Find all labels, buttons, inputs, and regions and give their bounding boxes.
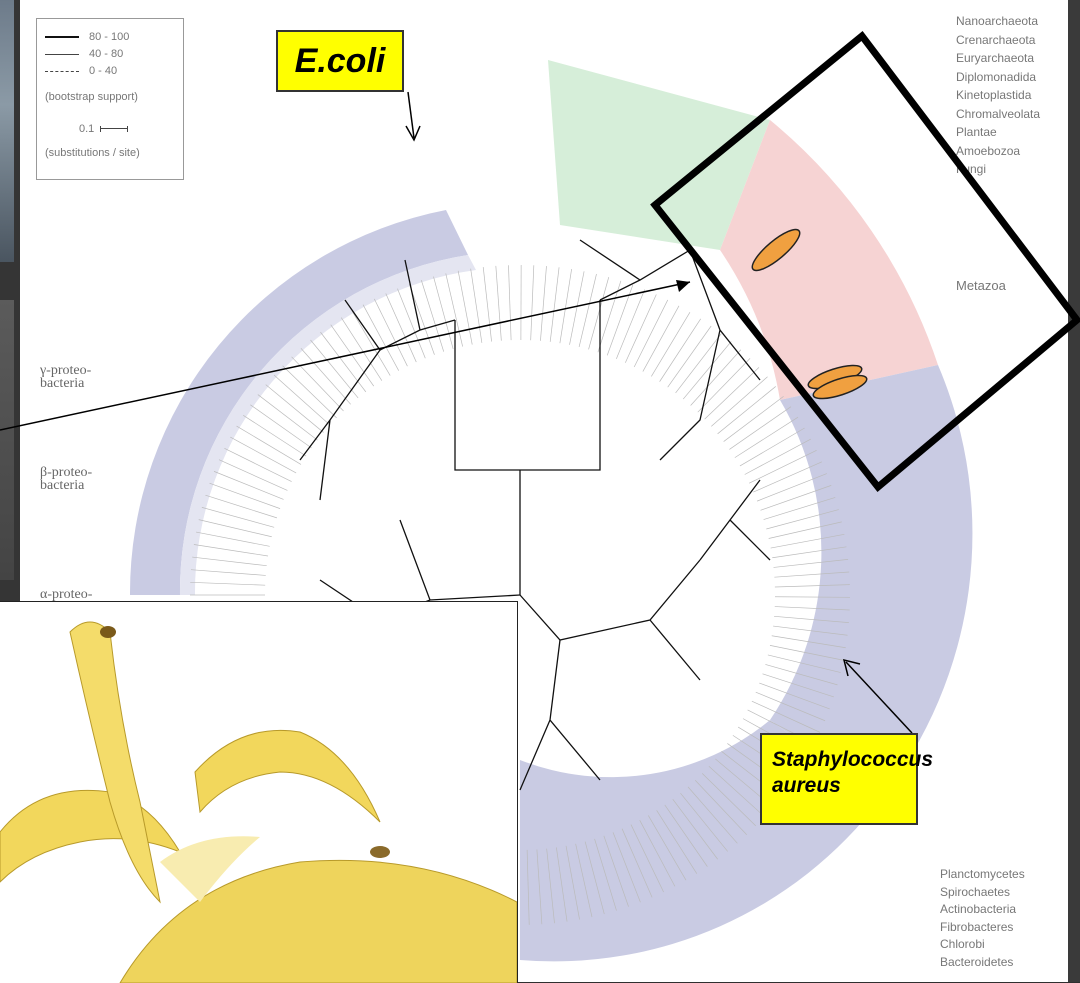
highlight-ellipse-icon xyxy=(747,224,805,276)
banana-illustration xyxy=(0,602,517,983)
ecoli-callout: E.coli xyxy=(276,30,404,92)
arrow-staph-icon xyxy=(846,662,912,733)
arrow-long-head-icon xyxy=(676,280,690,292)
highlight-box-rotated xyxy=(655,36,1077,487)
arrow-long-icon xyxy=(0,282,690,430)
staph-callout: Staphylococcus aureus xyxy=(760,733,918,825)
banana-image xyxy=(0,601,518,983)
